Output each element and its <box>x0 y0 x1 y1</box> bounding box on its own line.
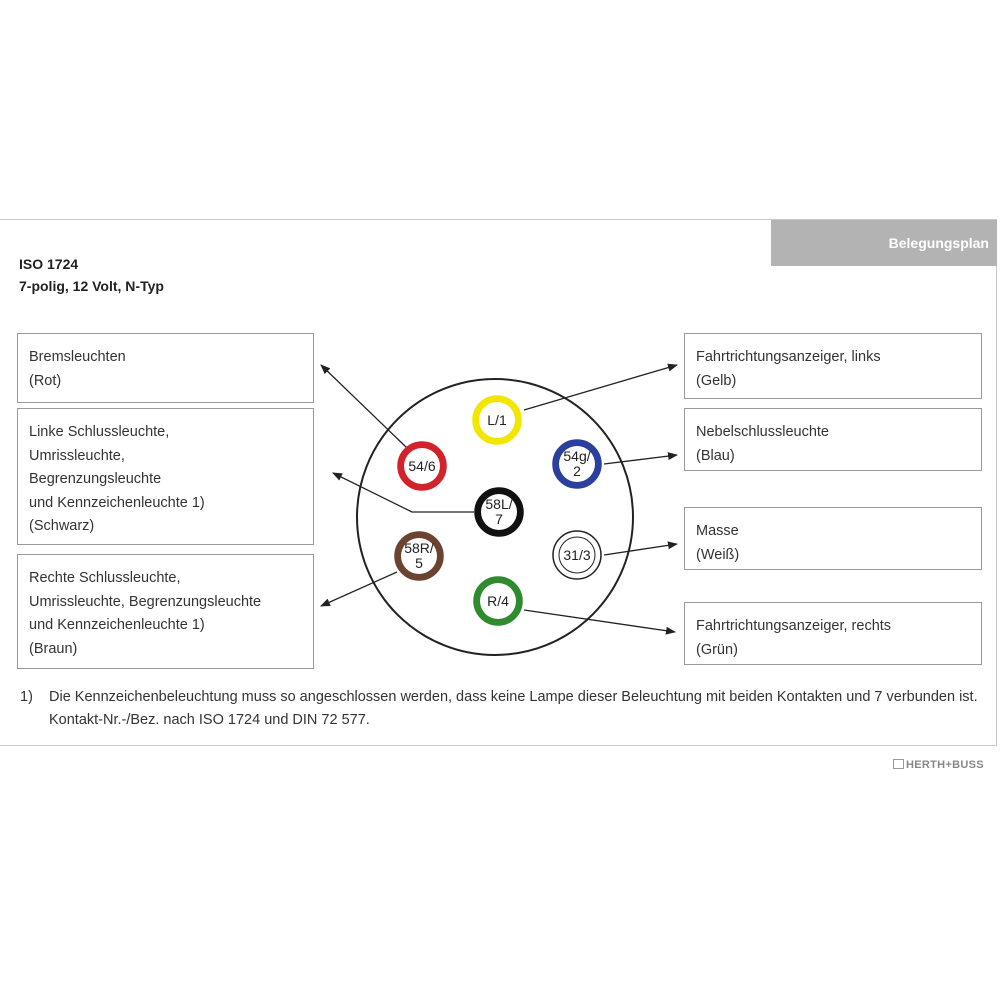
wire-indicator-left <box>523 363 678 411</box>
wiring-panel: Belegungsplan ISO 1724 7-polig, 12 Volt,… <box>0 219 997 746</box>
pin-face <box>404 448 440 484</box>
pin-label: 7 <box>495 511 503 527</box>
pin-4: R/4 <box>473 576 523 626</box>
label-line: Bremsleuchten <box>29 349 126 365</box>
wire-right-tail <box>320 571 398 607</box>
wire-rear-fog <box>603 452 678 465</box>
label-line: (Schwarz) <box>29 518 95 534</box>
label-box-left-tail-light: Linke Schlussleuchte, Umrissleuchte, Beg… <box>17 408 314 545</box>
pin-label: 31/3 <box>563 547 590 563</box>
label-line: (Rot) <box>29 372 62 389</box>
brand-logo: HERTH+BUSS <box>893 759 984 771</box>
label-line: Masse <box>696 523 739 539</box>
page-title: ISO 1724 <box>19 256 79 272</box>
pin-label: 5 <box>415 555 423 571</box>
pin-2: 54g/2 <box>552 439 602 489</box>
label-line: Fahrtrichtungsanzeiger, links <box>696 349 881 365</box>
pin-label: R/4 <box>487 593 509 609</box>
label-line: Umrissleuchte, <box>29 447 125 464</box>
pin-face <box>479 402 515 438</box>
label-line: und Kennzeichenleuchte 1) <box>29 617 205 633</box>
label-box-rear-fog-light: Nebelschlussleuchte (Blau) <box>684 408 982 471</box>
label-line: (Braun) <box>29 640 78 657</box>
label-line: (Grün) <box>696 641 738 658</box>
connector-diagram: 54/6 L/1 54g/2 58L/7 58R/5 31/3R/4 <box>320 363 678 656</box>
wire-left-tail <box>332 472 474 513</box>
wire-brake <box>320 364 408 449</box>
label-box-brake-lights: Bremsleuchten (Rot) <box>17 333 314 403</box>
page-subtitle: 7-polig, 12 Volt, N-Typ <box>19 278 164 294</box>
footnote-marker: 1) <box>20 689 33 705</box>
label-box-right-tail-light: Rechte Schlussleuchte, Umrissleuchte, Be… <box>17 554 314 669</box>
logo-mark-icon <box>893 759 904 769</box>
header-tab: Belegungsplan <box>771 220 997 266</box>
pin-face <box>481 494 517 530</box>
label-box-indicator-right: Fahrtrichtungsanzeiger, rechts (Grün) <box>684 602 982 665</box>
label-line: Rechte Schlussleuchte, <box>29 570 181 586</box>
pin-label: 58L/ <box>485 496 512 512</box>
label-line: (Blau) <box>696 447 735 464</box>
pin-1: L/1 <box>472 395 522 445</box>
pin-label: 58R/ <box>404 540 434 556</box>
wire-ground <box>603 541 678 556</box>
label-line: und Kennzeichenleuchte 1) <box>29 494 205 511</box>
label-line: Umrissleuchte, Begrenzungsleuchte <box>29 593 262 610</box>
label-line: Linke Schlussleuchte, <box>29 424 170 440</box>
wire-indicator-right <box>523 609 676 635</box>
pin-label: 54/6 <box>408 458 435 474</box>
pin-label: L/1 <box>487 412 507 428</box>
pin-face <box>558 536 596 574</box>
pin-face <box>480 583 516 619</box>
pin-5: 58R/5 <box>394 531 444 581</box>
pin-6: 54/6 <box>397 441 447 491</box>
pin-label: 54g/ <box>563 448 590 464</box>
pin-7: 58L/7 <box>474 487 524 537</box>
logo-text: HERTH+BUSS <box>906 759 984 771</box>
footnote-text: Die Kennzeichenbeleuchtung muss so anges… <box>49 689 978 728</box>
pin-label: 2 <box>573 463 581 479</box>
label-line: Begrenzungsleuchte <box>29 471 162 487</box>
pin-face <box>401 538 437 574</box>
pin-3: 31/3 <box>552 530 602 580</box>
label-line: (Weiß) <box>696 546 740 563</box>
label-line: Nebelschlussleuchte <box>696 424 829 440</box>
pin-face <box>559 446 595 482</box>
label-line: Fahrtrichtungsanzeiger, rechts <box>696 618 892 634</box>
label-box-ground: Masse (Weiß) <box>684 507 982 570</box>
label-line: (Gelb) <box>696 372 737 389</box>
label-box-indicator-left: Fahrtrichtungsanzeiger, links (Gelb) <box>684 333 982 399</box>
